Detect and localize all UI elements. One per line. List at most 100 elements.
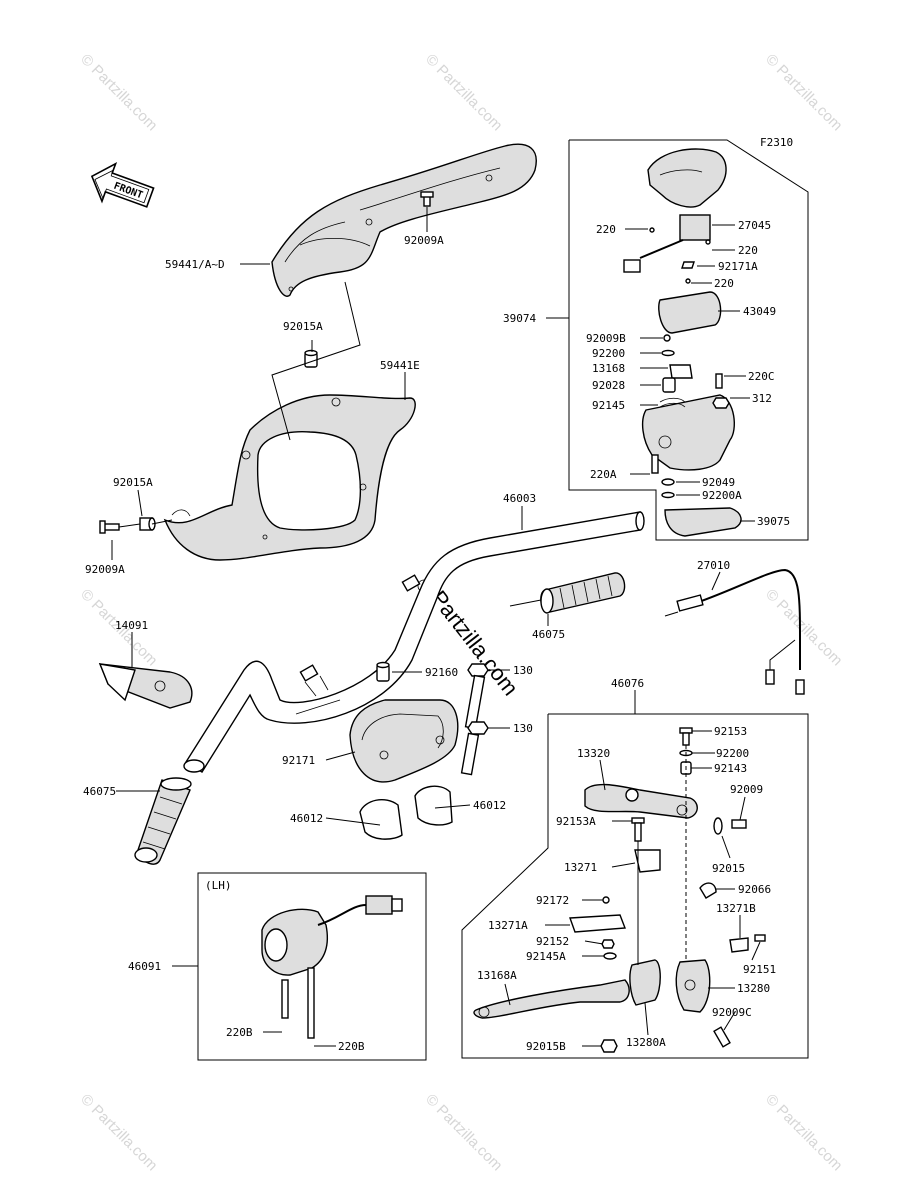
handlebar-cover-lower (163, 394, 416, 561)
watermark: © Partzilla.com (422, 51, 505, 134)
switch-housing-lower (641, 394, 736, 471)
watermark: © Partzilla.com (422, 1091, 505, 1174)
switch-46091 (261, 895, 403, 976)
label-92171a: 92171A (718, 260, 758, 273)
label-92009a: 92009A (404, 234, 444, 247)
plate-13271a (569, 914, 626, 933)
label-92153: 92153 (714, 725, 747, 738)
cover-43049 (658, 291, 722, 334)
bolt-92153 (679, 727, 693, 746)
label-13271b: 13271B (716, 902, 756, 915)
label-220b-a: 220B (226, 1026, 253, 1039)
label-39075: 39075 (757, 515, 790, 528)
label-92015a: 92015A (283, 320, 323, 333)
bolt-130-a (464, 663, 489, 730)
label-92152: 92152 (536, 935, 569, 948)
label-92153a: 92153A (556, 815, 596, 828)
leaders-46076 (504, 730, 761, 1047)
label-92015a-left: 92015A (113, 476, 153, 489)
label-46091: 46091 (128, 960, 161, 973)
label-130-b: 130 (513, 722, 533, 735)
lever-39075 (664, 507, 742, 537)
label-13280a: 13280A (626, 1036, 666, 1049)
label-92066: 92066 (738, 883, 771, 896)
label-92200a: 92200A (702, 489, 742, 502)
label-13320: 13320 (577, 747, 610, 760)
label-92200-b: 92200 (716, 747, 749, 760)
label-92049: 92049 (702, 476, 735, 489)
bar-end-14091 (98, 663, 193, 709)
label-92145a: 92145A (526, 950, 566, 963)
label-130-a: 130 (513, 664, 533, 677)
screw-220b-b (307, 967, 315, 1039)
cable-27010 (664, 568, 805, 695)
watermark: © Partzilla.com (762, 51, 845, 134)
label-92009c: 92009C (712, 1006, 752, 1019)
holder-13280a (629, 959, 661, 1006)
part-labels: 59441/A~D 92009A 92015A 59441E 92015A 92… (83, 219, 790, 1053)
handlebar-46003 (183, 511, 645, 773)
label-92145: 92145 (592, 399, 625, 412)
label-92171: 92171 (282, 754, 315, 767)
label-92200: 92200 (592, 347, 625, 360)
cap-46012-right (414, 785, 453, 826)
screw-92009 (713, 817, 747, 835)
holder-13280 (675, 959, 711, 1013)
label-27010: 27010 (697, 559, 730, 572)
label-46076: 46076 (611, 677, 644, 690)
label-13271a: 13271A (488, 919, 528, 932)
label-220b-b: 220B (338, 1040, 365, 1053)
label-312: 312 (752, 392, 772, 405)
label-92009a-left: 92009A (85, 563, 125, 576)
label-92015: 92015 (712, 862, 745, 875)
lever-13320 (584, 783, 698, 819)
watermark: © Partzilla.com (77, 51, 160, 134)
screw-220b-a (281, 979, 289, 1019)
screw-92009a-left (99, 520, 120, 534)
label-92009: 92009 (730, 783, 763, 796)
bracket-13271b (729, 937, 749, 953)
cap-92066 (699, 882, 717, 899)
lh-label: (LH) (205, 879, 232, 892)
clamp-92171 (349, 699, 459, 783)
label-46075-right: 46075 (532, 628, 565, 641)
label-220c: 220C (748, 370, 775, 383)
label-13168a: 13168A (477, 969, 517, 982)
screw-92009c (713, 1026, 731, 1048)
grip-46075-left (134, 777, 192, 865)
label-220-c: 220 (714, 277, 734, 290)
bracket-13271 (634, 849, 661, 873)
label-46075-left: 46075 (83, 785, 116, 798)
label-220-b: 220 (738, 244, 758, 257)
label-59441a-d: 59441/A~D (165, 258, 225, 271)
label-92151: 92151 (743, 963, 776, 976)
label-59441e: 59441E (380, 359, 420, 372)
collar-92160 (376, 661, 390, 682)
box-39074 (568, 139, 809, 541)
bolt-92153a (631, 817, 645, 842)
label-92009b: 92009B (586, 332, 626, 345)
watermark: © Partzilla.com (762, 1091, 845, 1174)
front-arrow-icon: FRONT (90, 161, 155, 208)
lever-13168a (473, 979, 630, 1019)
label-14091: 14091 (115, 619, 148, 632)
label-39074: 39074 (503, 312, 536, 325)
cap-46012-left (359, 798, 403, 840)
figure-code: F2310 (760, 136, 793, 149)
label-92028: 92028 (592, 379, 625, 392)
label-92015b: 92015B (526, 1040, 566, 1053)
bolt-130-b (460, 721, 489, 776)
watermark: © Partzilla.com (77, 1091, 160, 1174)
switch-27045 (623, 214, 711, 273)
label-13280: 13280 (737, 982, 770, 995)
label-220-a: 220 (596, 223, 616, 236)
switch-housing-upper (647, 148, 727, 208)
label-13271: 13271 (564, 861, 597, 874)
label-46012-a: 46012 (290, 812, 323, 825)
leaders-39074 (625, 224, 755, 522)
screw-92009a (420, 191, 434, 207)
grip-46075-right (540, 572, 626, 614)
collar-92015a (304, 349, 318, 368)
label-13168: 13168 (592, 362, 625, 375)
